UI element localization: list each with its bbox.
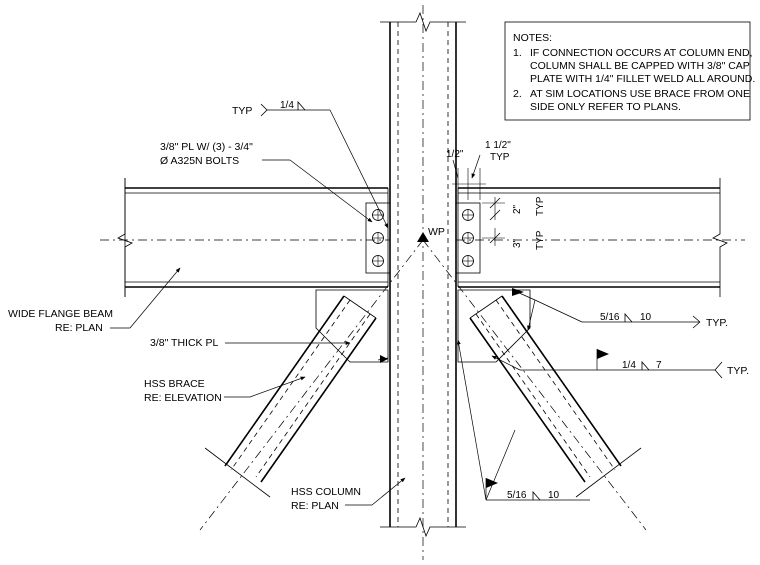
gusset-callout: 3/8" THICK PL [150, 337, 351, 349]
wide-flange-label-1: WIDE FLANGE BEAM [8, 308, 113, 320]
weld-mid-callout: 1/4 7 TYP. [491, 349, 749, 379]
edge-half-label: 1/2" [446, 149, 464, 160]
field-weld-flag-icon [486, 478, 498, 488]
weld-flag-icon [512, 288, 524, 296]
note-2-line-1: AT SIM LOCATIONS USE BRACE FROM ONE [530, 88, 750, 100]
note-2-number: 2. [513, 88, 522, 100]
weld-mid-length: 7 [656, 360, 662, 371]
work-point: WP [417, 226, 445, 242]
bolt-spacing-3-label: 3" [512, 238, 523, 248]
right-hss-brace [422, 239, 647, 531]
column-bottom-break-icon [380, 516, 466, 538]
weld-upper-callout: 5/16 10 TYP. [512, 288, 728, 331]
fillet-weld-triangle-icon [532, 490, 541, 501]
weld-upper-size: 5/16 [600, 312, 620, 323]
hss-brace-label-2: RE: ELEVATION [144, 392, 222, 404]
hss-brace-callout: HSS BRACE RE: ELEVATION [144, 376, 306, 404]
edge-dimension-callout: 1/2" 1 1/2" TYP [446, 140, 511, 200]
wide-flange-label-2: RE: PLAN [55, 322, 103, 334]
shear-plate-label-1: 3/8" PL W/ (3) - 3/4" [160, 141, 253, 153]
note-2-line-2: SIDE ONLY REFER TO PLANS. [530, 101, 681, 113]
left-gusset-plate [315, 289, 389, 363]
hss-brace-label-1: HSS BRACE [144, 378, 205, 390]
left-shear-plate [365, 202, 391, 274]
bolt-edge-2-label: 2" [512, 204, 523, 214]
fillet-weld-triangle-icon [297, 100, 306, 111]
hss-column-label-2: RE: PLAN [291, 500, 339, 512]
left-hss-brace [199, 239, 424, 531]
edge-one-half-label: 1 1/2" [485, 140, 511, 151]
note-1-line-3: PLATE WITH 1/4" FILLET WELD ALL AROUND. [530, 73, 755, 85]
fillet-weld-triangle-icon [641, 360, 650, 371]
bolt-dimension-2in: 2" TYP [482, 196, 546, 221]
right-beam [456, 178, 745, 297]
weld-upper-length: 10 [640, 312, 652, 323]
weld-lower-size: 5/16 [507, 490, 527, 501]
work-point-triangle-icon [417, 232, 429, 242]
typ-weld-callout: TYP 1/4 [232, 100, 389, 229]
typ-weld-size: 1/4 [280, 100, 294, 111]
shear-plate-label-2: Ø A325N BOLTS [160, 155, 239, 167]
right-beam-break-icon [712, 178, 728, 297]
weld-mid-typ: TYP. [727, 365, 749, 377]
note-1-line-1: IF CONNECTION OCCURS AT COLUMN END, [530, 47, 752, 59]
notes-title: NOTES: [513, 32, 552, 44]
edge-typ-label: TYP [490, 152, 510, 163]
weld-tail-icon [714, 361, 723, 379]
bolt-edge-2-typ-label: TYP [535, 196, 546, 216]
weld-tail-icon [260, 103, 268, 117]
fillet-weld-triangle-icon [624, 312, 633, 323]
left-beam [100, 178, 390, 297]
column-top-break-icon [380, 11, 466, 33]
work-point-label: WP [428, 226, 445, 238]
shear-plate-callout: 3/8" PL W/ (3) - 3/4" Ø A325N BOLTS [160, 141, 373, 223]
hss-column-callout: HSS COLUMN RE: PLAN [291, 477, 406, 512]
gusset-label: 3/8" THICK PL [150, 337, 218, 349]
note-1-number: 1. [513, 47, 522, 59]
bolt-spacing-3-typ-label: TYP [535, 230, 546, 250]
weld-mid-size: 1/4 [622, 360, 636, 371]
field-weld-flag-icon [380, 355, 388, 363]
hss-column-label-1: HSS COLUMN [291, 486, 361, 498]
wide-flange-callout: WIDE FLANGE BEAM RE: PLAN [8, 267, 181, 334]
typ-weld-typ-label: TYP [232, 105, 252, 117]
field-weld-flag-icon [597, 349, 609, 359]
right-shear-plate [455, 202, 481, 274]
weld-lower-length: 10 [548, 490, 560, 501]
weld-upper-typ: TYP. [706, 317, 728, 329]
bolt-dimension-3in: 3" TYP [482, 228, 546, 250]
weld-lower-callout: 5/16 10 [456, 339, 590, 501]
hss-column [380, 5, 466, 560]
weld-tail-icon [692, 315, 701, 329]
note-1-line-2: COLUMN SHALL BE CAPPED WITH 3/8" CAP [530, 60, 750, 72]
left-beam-break-icon [117, 178, 133, 297]
notes-box: NOTES: 1. IF CONNECTION OCCURS AT COLUMN… [504, 21, 755, 121]
